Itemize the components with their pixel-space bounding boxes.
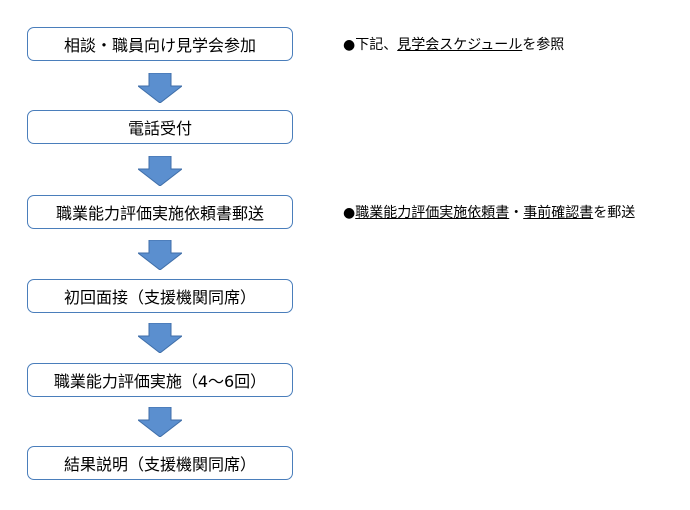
note-documents-mailing: ●職業能力評価実施依頼書・事前確認書を郵送 [343, 204, 635, 222]
flow-step-label: 職業能力評価実施（4～6回） [53, 372, 267, 391]
flow-step-results-explanation: 結果説明（支援機関同席） [27, 446, 293, 480]
note-tour-schedule: ●下記、見学会スケジュールを参照 [343, 36, 564, 54]
bullet-icon: ● [343, 37, 356, 53]
flow-step-label: 初回面接（支援機関同席） [63, 288, 256, 307]
note-text: を参照 [522, 37, 565, 53]
bullet-icon: ● [343, 205, 356, 221]
flow-step-request-mailing: 職業能力評価実施依頼書郵送 [27, 195, 293, 229]
note-text: を郵送 [593, 205, 636, 221]
request-form-link[interactable]: 職業能力評価実施依頼書 [355, 205, 510, 221]
flow-step-consultation-tour: 相談・職員向け見学会参加 [27, 27, 293, 61]
flow-step-initial-interview: 初回面接（支援機関同席） [27, 279, 293, 313]
note-text: 下記、 [355, 37, 398, 53]
flow-step-label: 相談・職員向け見学会参加 [63, 36, 256, 55]
down-arrow-icon [138, 407, 182, 437]
down-arrow-icon [138, 73, 182, 103]
down-arrow-icon [138, 323, 182, 353]
note-separator: ・ [509, 205, 524, 221]
down-arrow-icon [138, 156, 182, 186]
flow-step-assessment: 職業能力評価実施（4～6回） [27, 363, 293, 397]
down-arrow-icon [138, 240, 182, 270]
flow-step-phone-reception: 電話受付 [27, 110, 293, 144]
flow-step-label: 電話受付 [127, 119, 192, 138]
flow-step-label: 職業能力評価実施依頼書郵送 [55, 204, 264, 223]
tour-schedule-link[interactable]: 見学会スケジュール [397, 37, 523, 53]
flow-step-label: 結果説明（支援機関同席） [63, 455, 256, 474]
pre-confirmation-form-link[interactable]: 事前確認書 [523, 205, 594, 221]
